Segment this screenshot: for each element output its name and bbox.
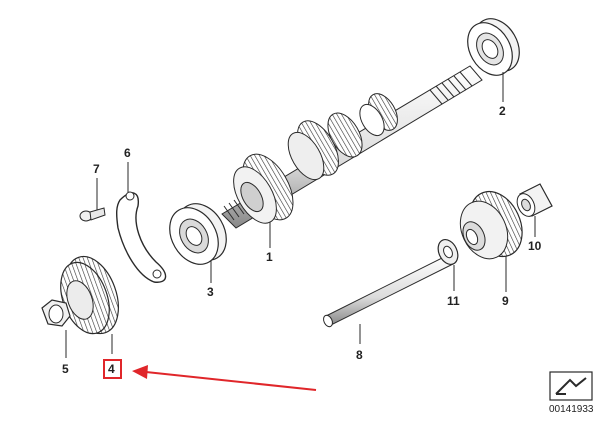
callout-3: 3 [207, 285, 214, 299]
callout-8: 8 [356, 348, 363, 362]
leader-lines [65, 72, 536, 358]
bolt-part [79, 207, 106, 222]
highlight-arrow [132, 365, 317, 391]
main-shaft-part [221, 65, 483, 229]
front-gear-part [60, 255, 119, 335]
rear-bearing-part [467, 18, 520, 76]
callout-4: 4 [108, 362, 115, 376]
nut-part [41, 299, 71, 327]
front-bearing-part [169, 203, 227, 265]
callout-11: 11 [447, 294, 460, 308]
callout-10: 10 [528, 239, 542, 253]
callout-2: 2 [499, 104, 506, 118]
catalog-icon [549, 371, 593, 401]
callout-5: 5 [62, 362, 69, 376]
washer-part [437, 239, 459, 265]
idler-gear-part [459, 190, 523, 260]
retainer-plate-part [115, 191, 167, 283]
pin-shaft-part [323, 254, 454, 328]
callout-4-highlight-box [103, 359, 122, 379]
callout-7: 7 [93, 162, 100, 176]
catalog-number: 00141933 [549, 404, 594, 415]
callout-1: 1 [266, 250, 273, 264]
callout-9: 9 [502, 294, 509, 308]
callout-6: 6 [124, 146, 131, 160]
needle-bearing-part [516, 183, 553, 217]
